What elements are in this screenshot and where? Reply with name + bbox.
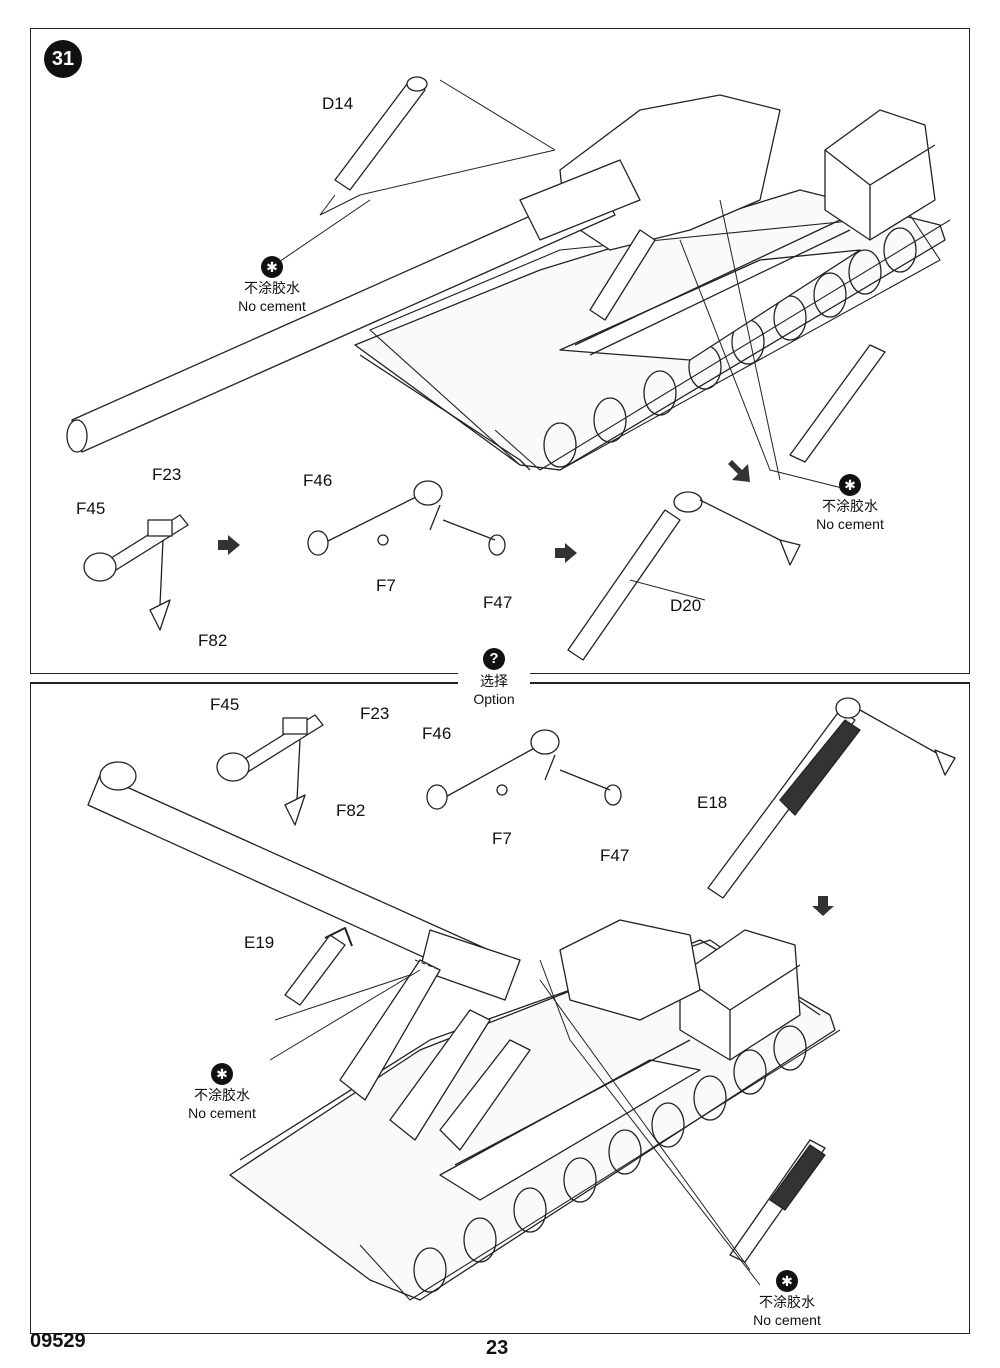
no-cement-en: No cement (816, 515, 884, 532)
question-icon: ? (483, 648, 505, 670)
label-f46: F46 (303, 471, 333, 490)
label-f82: F82 (198, 631, 228, 650)
label-f7-bottom: F7 (492, 829, 512, 848)
step-number-badge: 31 (44, 40, 82, 78)
no-cement-icon: ✱ (211, 1063, 233, 1085)
label-f7: F7 (376, 576, 396, 595)
option-cn: 选择 (480, 673, 508, 689)
label-e19: E19 (244, 933, 275, 952)
page-number: 23 (486, 1337, 509, 1359)
no-cement-note-top-right: ✱ 不涂胶水 No cement (804, 474, 896, 533)
option-en: Option (473, 690, 515, 707)
no-cement-icon: ✱ (839, 474, 861, 496)
part-d14 (334, 76, 428, 191)
no-cement-en: No cement (188, 1104, 256, 1121)
option-panel (30, 684, 970, 1334)
label-f23-bottom: F23 (360, 704, 390, 723)
label-f45: F45 (76, 499, 106, 518)
option-marker: ? 选择 Option (458, 648, 530, 708)
no-cement-cn: 不涂胶水 (822, 498, 878, 514)
no-cement-note-top-left: ✱ 不涂胶水 No cement (226, 256, 318, 315)
no-cement-en: No cement (753, 1311, 821, 1328)
bottom-vehicle-illustration (87, 761, 841, 1301)
label-f46-bottom: F46 (422, 724, 452, 743)
label-d14: D14 (322, 94, 354, 113)
part-e19 (269, 927, 441, 1061)
part-d20 (567, 491, 801, 661)
top-vehicle-illustration (66, 94, 951, 471)
no-cement-cn: 不涂胶水 (759, 1294, 815, 1310)
bottom-part-f23-f45-f82 (216, 714, 324, 826)
no-cement-note-bottom-left: ✱ 不涂胶水 No cement (176, 1063, 268, 1122)
label-f82-bottom: F82 (336, 801, 366, 820)
label-e18: E18 (697, 793, 728, 812)
bottom-part-f46-f7-f47 (426, 729, 622, 810)
no-cement-note-bottom-right: ✱ 不涂胶水 No cement (741, 1270, 833, 1329)
label-f45-bottom: F45 (210, 695, 240, 714)
process-arrows (218, 460, 834, 916)
label-f47: F47 (483, 593, 513, 612)
label-f23: F23 (152, 465, 182, 484)
no-cement-cn: 不涂胶水 (244, 280, 300, 296)
no-cement-en: No cement (238, 297, 306, 314)
kit-number: 09529 (30, 1330, 86, 1352)
label-d20: D20 (670, 596, 702, 615)
no-cement-icon: ✱ (776, 1270, 798, 1292)
part-e18 (707, 697, 956, 899)
top-part-f23-f45-f82 (83, 514, 189, 631)
top-part-f46-f7-f47 (307, 480, 506, 556)
no-cement-cn: 不涂胶水 (194, 1087, 250, 1103)
label-f47-bottom: F47 (600, 846, 630, 865)
step-number: 31 (51, 47, 75, 70)
no-cement-icon: ✱ (261, 256, 283, 278)
bottom-road-wheels (413, 1025, 807, 1293)
